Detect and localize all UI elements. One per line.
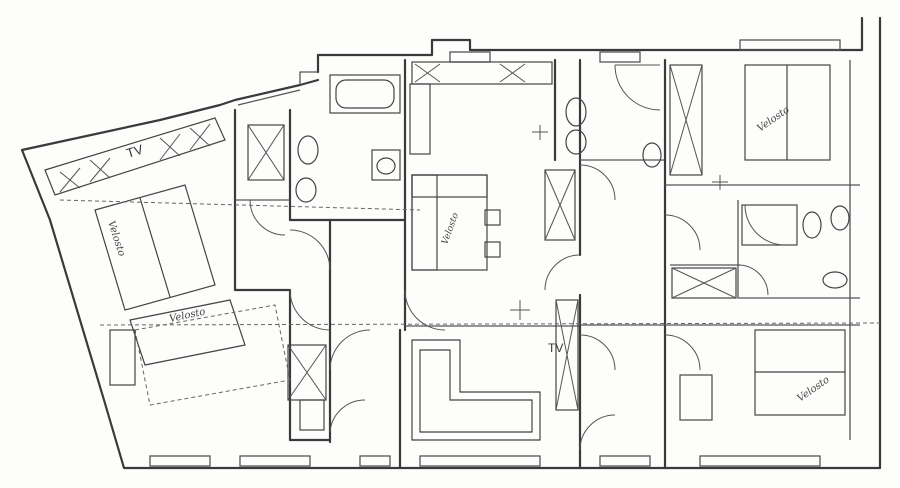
bathroom-fixtures: [295, 64, 850, 289]
wardrobes: [44, 61, 737, 411]
interior-walls: [233, 58, 860, 470]
desks: [109, 329, 713, 431]
table-label: Velosto: [440, 211, 461, 246]
bed-label-4: Velosto: [795, 374, 831, 404]
windows: [149, 39, 841, 467]
beds: [94, 64, 846, 416]
bed-label-2: Velosto: [168, 307, 206, 325]
dining-set: [411, 174, 501, 271]
sofa: [411, 339, 541, 441]
bed-label-3: Velosto: [755, 104, 791, 134]
door-swings: [249, 164, 769, 451]
section-lines: [59, 125, 881, 326]
bed-label-1: Velosto: [105, 220, 127, 258]
tv-label-bedroom: TV: [124, 142, 145, 161]
tv-label-living: TV: [548, 341, 563, 355]
